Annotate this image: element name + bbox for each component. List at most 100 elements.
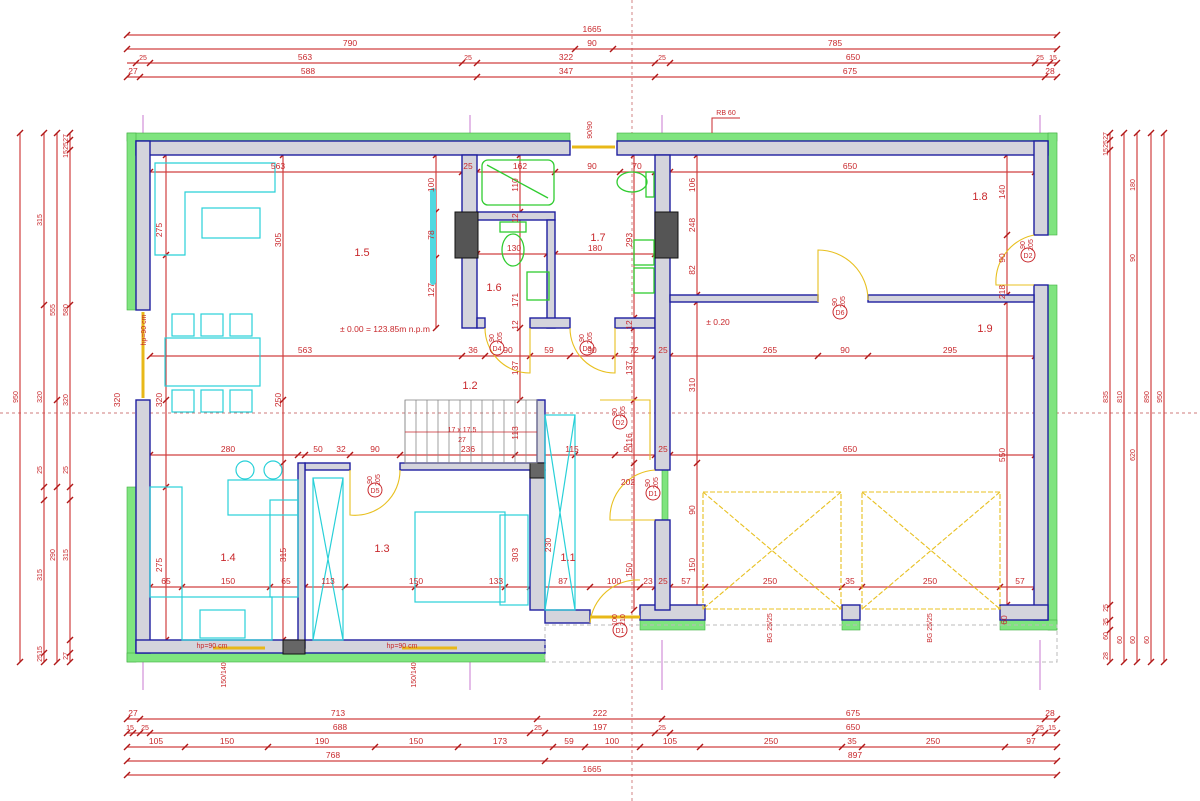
dimension-tick bbox=[581, 743, 589, 751]
dimension-tick bbox=[146, 729, 154, 737]
door-tag: D2 bbox=[1024, 253, 1033, 260]
dimension-label: 50 bbox=[313, 444, 323, 454]
door-height: 205 bbox=[653, 477, 660, 489]
dimension-label: 27 bbox=[63, 134, 70, 142]
dimension-tick bbox=[1053, 45, 1061, 53]
dimension-tick bbox=[864, 352, 872, 360]
dimension-label: 15 bbox=[1048, 725, 1056, 732]
dimension-tick bbox=[66, 496, 74, 504]
dimension-label: 27 bbox=[63, 652, 70, 660]
dimension-label: 218 bbox=[997, 285, 1007, 299]
dimension-label: 116 bbox=[624, 433, 634, 447]
dimension-label: 810 bbox=[1117, 391, 1124, 403]
dimension-label: 15 bbox=[1049, 55, 1057, 62]
dimension-label: 768 bbox=[326, 750, 340, 760]
dimension-label: 100 bbox=[426, 178, 436, 192]
dimension-label: 150 bbox=[687, 558, 697, 572]
shower bbox=[481, 159, 555, 206]
dimension-label: 82 bbox=[687, 265, 697, 275]
dimension-label: 72 bbox=[629, 345, 639, 355]
dimension-label: 78 bbox=[426, 230, 436, 240]
walls bbox=[135, 140, 1049, 655]
dimension-label: 25 bbox=[658, 345, 668, 355]
dimension-tick bbox=[1041, 729, 1049, 737]
dimension-label: 15 bbox=[1103, 148, 1110, 156]
column bbox=[282, 639, 306, 655]
dimension-tick bbox=[551, 168, 559, 176]
dimension-tick bbox=[630, 606, 638, 614]
dimension-label: 320 bbox=[63, 394, 70, 406]
door-tag: D4 bbox=[493, 346, 502, 353]
dimension-tick bbox=[1031, 59, 1039, 67]
dimension-label: 12 bbox=[510, 320, 520, 330]
sofa bbox=[154, 162, 276, 256]
dimension-tick bbox=[666, 59, 674, 67]
dimension-tick bbox=[40, 483, 48, 491]
room-label: 1.4 bbox=[220, 552, 235, 564]
dimension-tick bbox=[611, 451, 619, 459]
dimension-label: 303 bbox=[510, 548, 520, 562]
dimension-tick bbox=[696, 743, 704, 751]
washbasin bbox=[633, 267, 655, 294]
door-height: 205 bbox=[620, 406, 627, 418]
door-width: 100 bbox=[612, 614, 619, 626]
dimension-tick bbox=[1106, 136, 1114, 144]
dimension-tick bbox=[693, 459, 701, 467]
dimension-tick bbox=[66, 649, 74, 657]
dimension-label: 27 bbox=[1103, 132, 1110, 140]
dimension-label: 171 bbox=[510, 293, 520, 307]
dimension-label: 25 bbox=[1036, 55, 1044, 62]
dimension-label: 150 bbox=[220, 736, 234, 746]
dimension-tick bbox=[1053, 771, 1061, 779]
dining-table bbox=[164, 337, 261, 387]
dimension-label: 580 bbox=[63, 304, 70, 316]
dimension-tick bbox=[53, 396, 61, 404]
dimension-tick bbox=[549, 743, 557, 751]
dimension-tick bbox=[473, 73, 481, 81]
dimension-label: 25 bbox=[464, 55, 472, 62]
dimension-label: 162 bbox=[513, 161, 527, 171]
stairs-count: 27 bbox=[458, 437, 466, 444]
room-label: 1.3 bbox=[374, 543, 389, 555]
dimension-label: 25 bbox=[1036, 725, 1044, 732]
column bbox=[529, 462, 546, 479]
door-height: 205 bbox=[1028, 239, 1035, 251]
dimension-label: 280 bbox=[221, 444, 235, 454]
dimension-label: 1665 bbox=[583, 24, 602, 34]
dimension-label: 59 bbox=[564, 736, 574, 746]
dimension-label: 150 bbox=[624, 563, 634, 577]
dimension-tick bbox=[1160, 129, 1168, 137]
dimension-tick bbox=[66, 483, 74, 491]
dimension-tick bbox=[651, 729, 659, 737]
dimension-label: 250 bbox=[763, 576, 777, 586]
dimension-label: 197 bbox=[593, 722, 607, 732]
dimension-label: 60 bbox=[1144, 636, 1151, 644]
dimension-label: 25 bbox=[534, 725, 542, 732]
dimension-label: 59 bbox=[544, 345, 554, 355]
dimension-tick bbox=[123, 73, 131, 81]
dimension-label: 15 bbox=[37, 646, 44, 654]
dimension-tick bbox=[1106, 601, 1114, 609]
dimension-label: 250 bbox=[926, 736, 940, 746]
door-width: 90 bbox=[612, 408, 619, 416]
dimension-tick bbox=[636, 743, 644, 751]
dimension-tick bbox=[136, 73, 144, 81]
dimension-tick bbox=[264, 743, 272, 751]
dimension-tick bbox=[40, 496, 48, 504]
dimension-tick bbox=[66, 658, 74, 666]
dimension-tick bbox=[40, 301, 48, 309]
dimension-label: 25 bbox=[463, 161, 473, 171]
dimension-label: 25 bbox=[658, 725, 666, 732]
dimension-label: 785 bbox=[828, 38, 842, 48]
washbasin bbox=[633, 239, 655, 266]
dimension-label: 35 bbox=[1103, 618, 1110, 626]
bed bbox=[414, 511, 506, 603]
dimension-tick bbox=[162, 396, 170, 404]
chimney-left bbox=[454, 211, 479, 259]
room-label: 1.8 bbox=[972, 191, 987, 203]
door-height: 205 bbox=[587, 332, 594, 344]
insulation bbox=[126, 132, 1058, 663]
dimension-tick bbox=[301, 451, 309, 459]
dimension-label: 113 bbox=[510, 426, 520, 440]
